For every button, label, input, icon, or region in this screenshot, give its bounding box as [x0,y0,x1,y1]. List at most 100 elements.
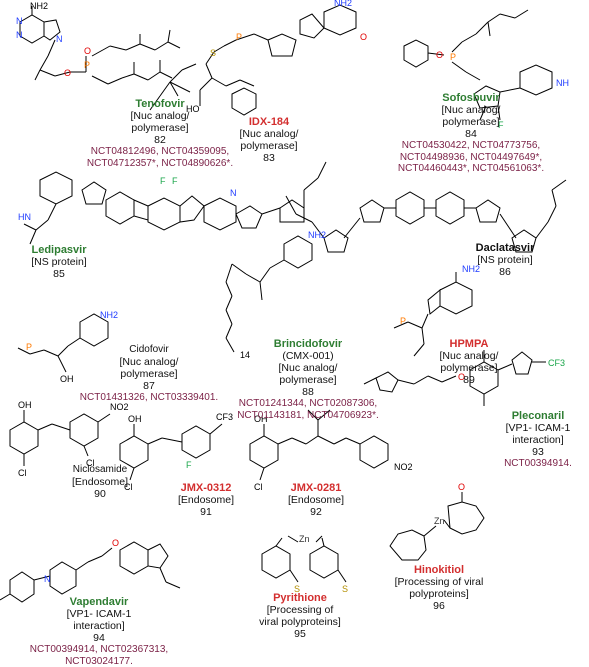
caption-jmx0281: JMX-0281 [Endosome] 92 [276,482,356,518]
caption-idx184: IDX-184 [Nuc analog/ polymerase] 83 [214,116,324,164]
structure-sofosbuvir [403,9,553,121]
compound-trials: NCT00394914, NCT02367313, NCT03024177. [29,644,169,667]
compound-number: 85 [53,268,65,280]
atom-label: Cl [18,468,27,478]
atom-label: Cl [86,458,95,468]
structure-hinokitiol [389,492,485,561]
atom-label: N [16,30,23,40]
atom-label: Cl [254,482,263,492]
atom-label: O [64,68,71,78]
compound-number: 94 [93,632,105,644]
compound-target: [Processing of viral polyproteins] [394,576,484,600]
compound-target: [VP1- ICAM-1 interaction] [66,608,132,632]
atom-label: Zn [434,516,445,526]
atom-label: OH [128,414,142,424]
caption-pyrithione: Pyrithione [Processing of viral polyprot… [240,592,360,640]
atom-label: S [294,584,300,594]
caption-daclatasvir: Daclatasvir [NS protein] 86 [450,242,560,278]
compound-name: Daclatasvir [475,242,535,254]
compound-number: 95 [294,628,306,640]
compound-target: [Nuc analog/ polymerase] [239,128,299,152]
caption-niclosamide: Niclosamide [Endosome] 90 [60,464,140,500]
caption-pleconaril: Pleconaril [VP1- ICAM-1 interaction] 93 … [488,410,588,470]
compound-number: 92 [310,506,322,518]
atom-label: F [172,176,178,186]
atom-label: NH2 [334,0,352,8]
compound-number: 86 [499,266,511,278]
compound-target: [Nuc analog/ polymerase] [441,104,501,128]
compound-trials: NCT04530422, NCT04773756, NCT04498936, N… [397,140,545,174]
atom-label: O [458,372,465,382]
compound-name: Pyrithione [273,592,327,604]
compound-name: Tenofovir [135,98,185,110]
compound-name: Niclosamide [72,464,128,475]
compound-target: [Nuc analog/ polymerase] [130,110,190,134]
structure-vapendavir [0,541,181,603]
structure-brincidofovir [225,235,313,353]
compound-target: [Nuc analog/ polymerase] [278,362,338,386]
compound-subtitle: (CMX-001) [282,350,334,362]
atom-label: OH [60,374,74,384]
compound-number: 96 [433,600,445,612]
atom-label: NH [556,78,569,88]
atom-label: CF3 [548,358,565,368]
structure-idx184 [149,4,357,116]
structure-hpmpa [393,272,473,357]
atom-label: O [84,46,91,56]
compound-name: JMX-0281 [290,482,342,494]
compound-number: 88 [302,386,314,398]
compound-target: [NS protein] [477,254,533,266]
compound-name: Vapendavir [69,596,129,608]
compound-number: 90 [94,488,106,500]
compound-name: IDX-184 [248,116,290,128]
compound-name: Hinokitiol [413,564,465,576]
atom-label: HO [186,104,200,114]
compound-target: [VP1- ICAM-1 interaction] [505,422,571,446]
compound-number: 84 [465,128,477,140]
atom-label: NO2 [394,462,413,472]
caption-hinokitiol: Hinokitiol [Processing of viral polyprot… [374,564,504,612]
compound-trials: NCT01241344, NCT02087306, NCT01143181, N… [237,398,379,421]
compound-name: Ledipasvir [31,244,87,256]
structure-tenofovir [19,6,181,85]
structure-ledipasvir [23,161,327,245]
atom-label: NH2 [308,230,326,240]
atom-label: P [84,60,90,70]
atom-label: N [56,34,63,44]
atom-label: O [436,50,443,60]
atom-label: OH [18,400,32,410]
caption-hpmpa: HPMPA [Nuc analog/ polymerase] 89 [414,338,524,386]
atom-label: OH [254,414,268,424]
atom-label: NH2 [100,310,118,320]
compound-number: 93 [532,446,544,458]
atom-label: F [160,176,166,186]
atom-label: 14 [240,350,250,360]
atom-label: NH2 [30,1,48,11]
compound-trials: NCT00394914. [504,458,572,469]
compound-target: [Endosome] [177,494,235,506]
atom-label: P [26,342,32,352]
atom-label: N [16,16,23,26]
compound-target: [Nuc analog/ polymerase] [119,356,179,380]
atom-label: F [186,460,192,470]
structure-jmx0281 [249,409,389,481]
atom-label: Zn [299,534,310,544]
atom-label: CF3 [216,412,233,422]
atom-label: P [400,316,406,326]
compound-name: Cidofovir [129,344,169,355]
structure-niclosamide [9,410,111,466]
atom-label: S [342,584,348,594]
compound-number: 89 [463,374,475,386]
atom-label: O [112,538,119,548]
structure-pyrithione [261,535,347,583]
atom-label: P [450,52,456,62]
structures-canvas: NH2 N N N O P O NH2 O P S HO O P F NH HN… [0,0,569,603]
compound-name: HPMPA [449,338,489,350]
compound-target: [Processing of viral polyproteins] [259,604,341,628]
atom-label: NO2 [110,402,129,412]
compound-name: Brincidofovir [273,338,343,350]
compound-number: 87 [143,380,155,392]
caption-cidofovir: Cidofovir [Nuc analog/ polymerase] 87 NC… [64,344,234,404]
compound-name: Sofosbuvir [442,92,500,104]
atom-label: F [498,120,504,130]
